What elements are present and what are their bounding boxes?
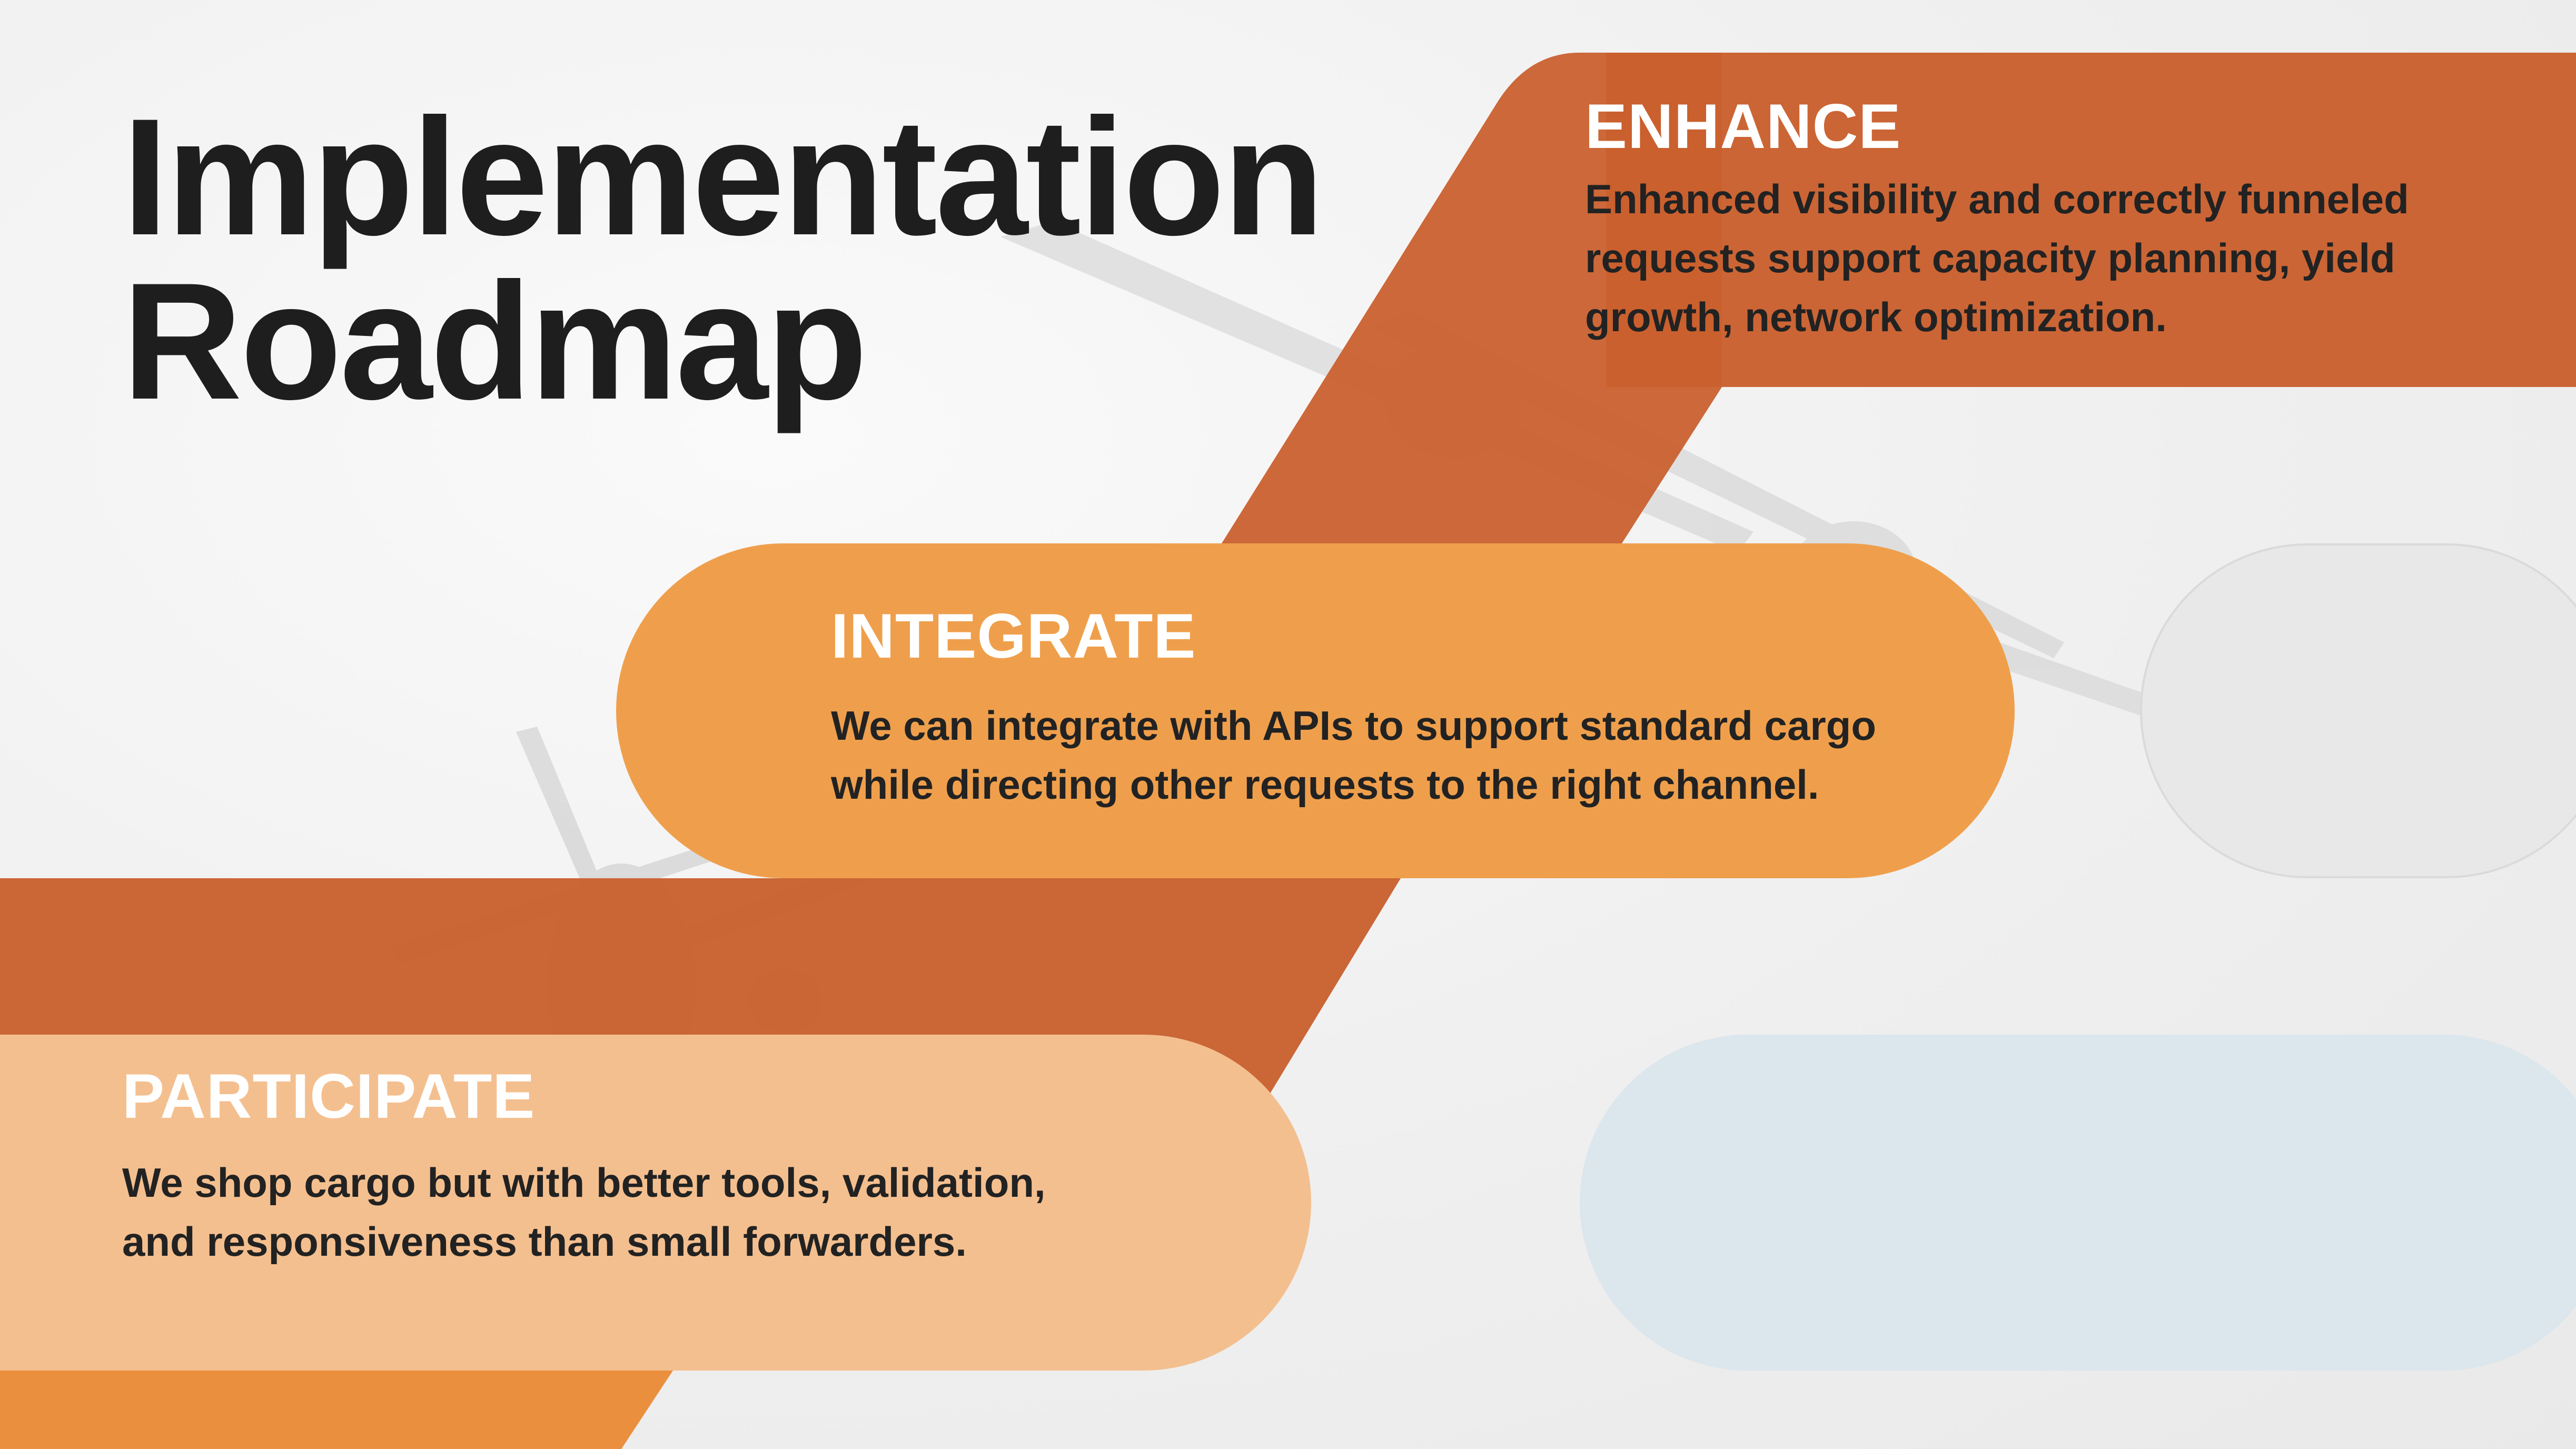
diagonal-band-upper [1222, 53, 1722, 543]
participate-description-line: We shop cargo but with better tools, val… [122, 1159, 1046, 1206]
page-title-line-1: Implementation [122, 84, 1324, 270]
participate-description-line: and responsiveness than small forwarders… [122, 1218, 967, 1265]
enhance-description-line: growth, network optimization. [1585, 294, 2167, 340]
page-title: Implementation Roadmap [122, 84, 1324, 434]
enhance-description-line: requests support capacity planning, yiel… [1585, 235, 2395, 281]
enhance-description-line: Enhanced visibility and correctly funnel… [1585, 176, 2409, 222]
page-title-line-2: Roadmap [122, 248, 868, 434]
integrate-heading: INTEGRATE [831, 601, 1196, 671]
enhance-description: Enhanced visibility and correctly funnel… [1585, 170, 2409, 346]
participate-description: We shop cargo but with better tools, val… [122, 1153, 1046, 1271]
diagonal-band-lower [0, 1369, 674, 1449]
integrate-description-line: while directing other requests to the ri… [831, 761, 1819, 808]
placeholder-pill-blue [1580, 1035, 2576, 1371]
enhance-band [1606, 53, 2576, 387]
participate-heading: PARTICIPATE [122, 1061, 536, 1132]
integrate-description-line: We can integrate with APIs to support st… [831, 702, 1876, 749]
integrate-description: We can integrate with APIs to support st… [831, 696, 1876, 814]
enhance-heading: ENHANCE [1585, 91, 1901, 162]
placeholder-pill-gray [2140, 543, 2576, 878]
participate-pill [0, 1035, 1311, 1371]
integrate-pill [616, 543, 2015, 878]
